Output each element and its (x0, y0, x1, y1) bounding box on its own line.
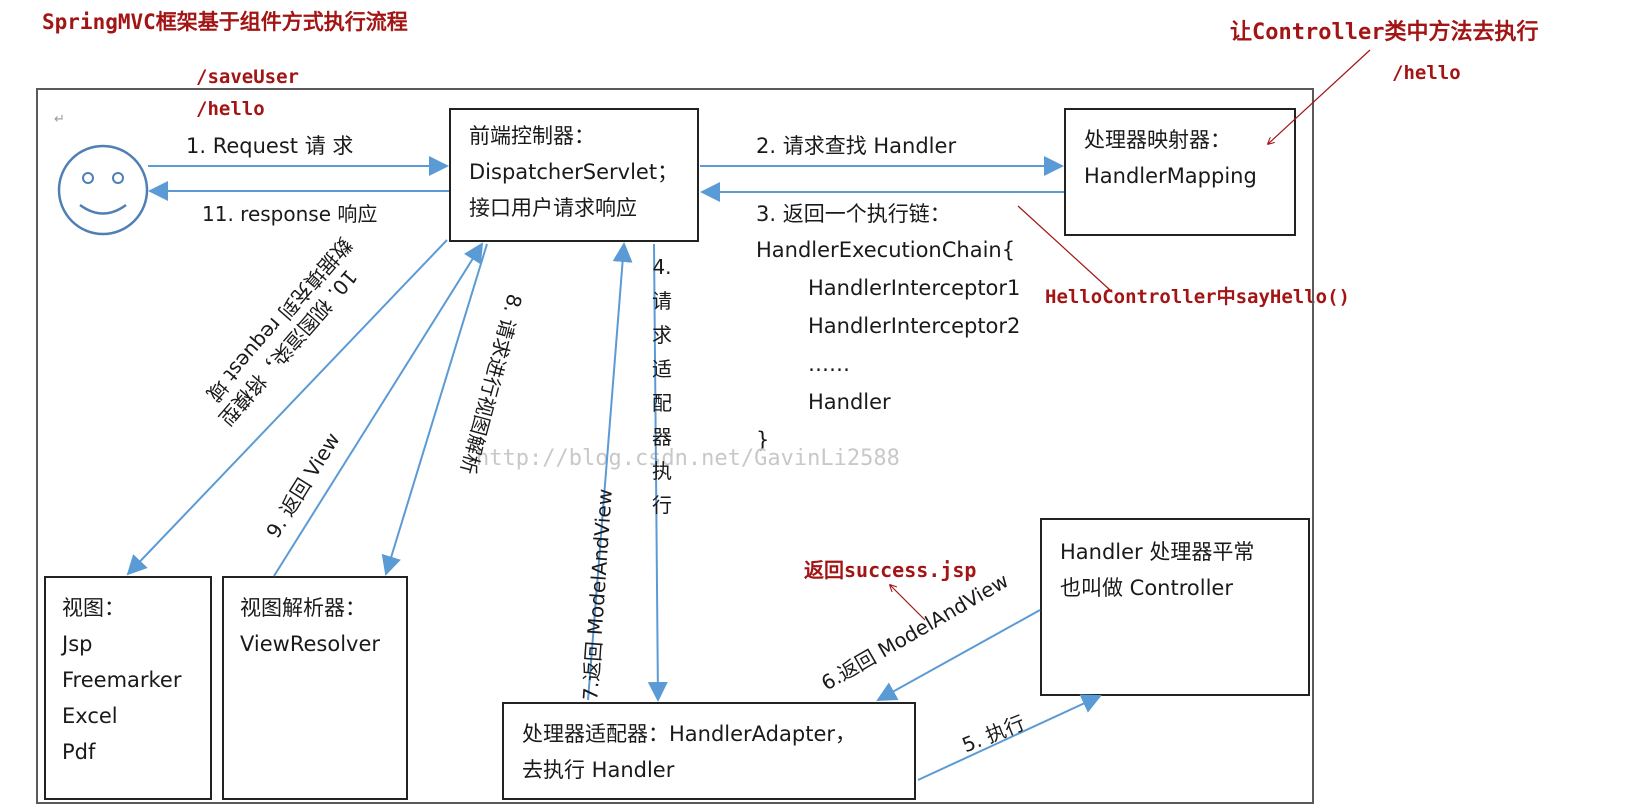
view-resolver-line-2: ViewResolver (240, 632, 381, 656)
watermark: http://blog.csdn.net/GavinLi2588 (476, 446, 900, 471)
annotation-hello-controller: HelloController中sayHello() (1045, 286, 1350, 308)
view-box: 视图： Jsp Freemarker Excel Pdf (44, 576, 212, 800)
dispatcher-line-2: DispatcherServlet； (469, 160, 679, 184)
handler-adapter-line-1: 处理器适配器：HandlerAdapter， (522, 722, 856, 746)
view-resolver-box: 视图解析器： ViewResolver (222, 576, 408, 800)
annotation-hello-right: /hello (1392, 62, 1461, 84)
handler-mapping-line-1: 处理器映射器： (1084, 128, 1231, 152)
dispatcher-servlet-box: 前端控制器： DispatcherServlet； 接口用户请求响应 (449, 108, 699, 242)
view-resolver-line-1: 视图解析器： (240, 596, 366, 620)
annotation-save-user: /saveUser (196, 66, 299, 88)
handler-line-1: Handler 处理器平常 (1060, 540, 1255, 564)
annotation-hello: /hello (196, 98, 265, 120)
edge-label-adapter-execute: 4. 请 求 适 配 器 执 行 (652, 255, 672, 517)
chain-label: 3. 返回一个执行链： (756, 202, 951, 226)
handler-line-2: 也叫做 Controller (1060, 576, 1233, 600)
handler-adapter-line-2: 去执行 Handler (522, 758, 675, 782)
chain-line-4: …… (808, 352, 850, 376)
edge-label-request: 1. Request 请 求 (186, 134, 354, 158)
handler-mapping-line-2: HandlerMapping (1084, 164, 1257, 188)
edge-label-response: 11. response 响应 (202, 202, 378, 226)
handler-mapping-box: 处理器映射器： HandlerMapping (1064, 108, 1296, 236)
chain-line-1: HandlerExecutionChain{ (756, 238, 1016, 262)
pilcrow-mark: ↵ (54, 112, 65, 127)
view-line-4: Excel (62, 704, 118, 728)
view-line-5: Pdf (62, 740, 96, 764)
chain-line-5: Handler (808, 390, 891, 414)
handler-adapter-box: 处理器适配器：HandlerAdapter， 去执行 Handler (502, 702, 916, 800)
annotation-return-success: 返回success.jsp (804, 558, 977, 582)
chain-line-3: HandlerInterceptor2 (808, 314, 1021, 338)
diagram-frame (36, 88, 1314, 804)
dispatcher-line-1: 前端控制器： (469, 124, 595, 148)
annotation-controller-method: 让Controller类中方法去执行 (1230, 20, 1539, 45)
view-line-1: 视图： (62, 596, 125, 620)
diagram-title: SpringMVC框架基于组件方式执行流程 (42, 10, 408, 34)
chain-line-6: } (756, 428, 770, 452)
view-line-2: Jsp (62, 632, 93, 656)
dispatcher-line-3: 接口用户请求响应 (469, 196, 637, 220)
edge-label-find-handler: 2. 请求查找 Handler (756, 134, 957, 158)
view-line-3: Freemarker (62, 668, 182, 692)
handler-box: Handler 处理器平常 也叫做 Controller (1040, 518, 1310, 696)
chain-line-2: HandlerInterceptor1 (808, 276, 1021, 300)
